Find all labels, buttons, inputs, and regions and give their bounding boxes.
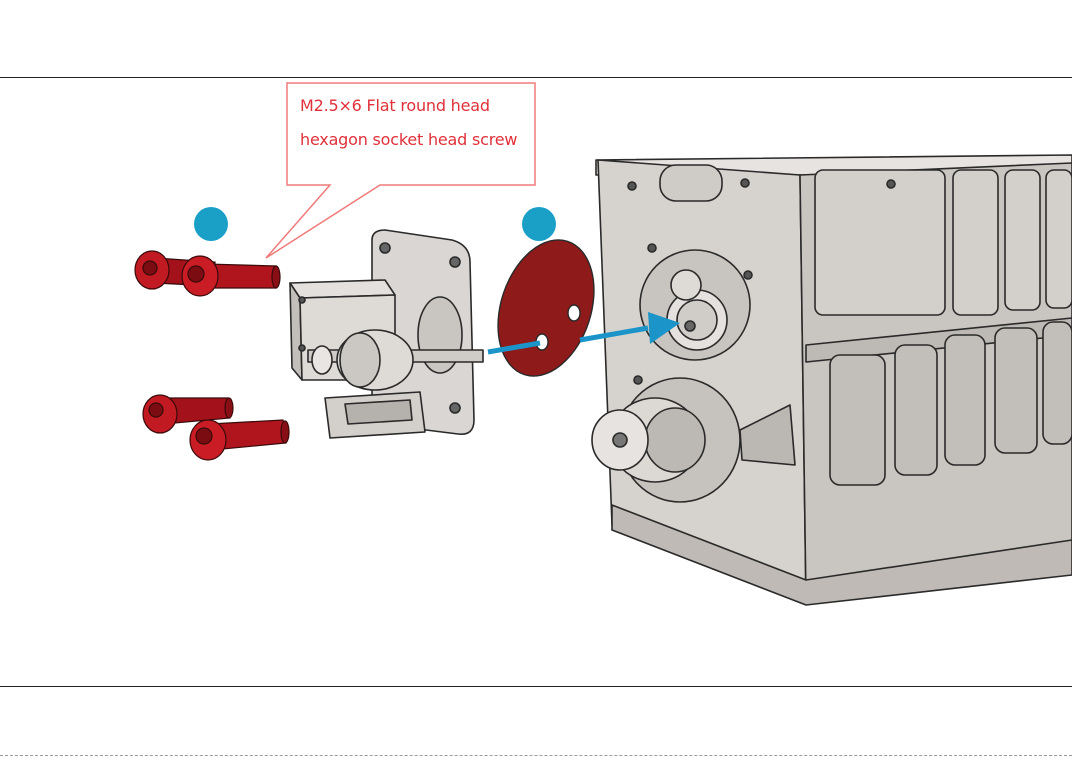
screw	[182, 256, 280, 296]
timing-pulley-teeth	[645, 408, 705, 472]
top-knob	[660, 165, 722, 201]
screw-set	[135, 251, 289, 460]
engine-block	[592, 155, 1072, 605]
side-pocket	[815, 170, 945, 315]
side-pocket	[953, 170, 998, 315]
cover-rail-slot	[345, 400, 412, 424]
bolt-hole	[887, 180, 895, 188]
gasket	[482, 228, 611, 389]
side-pocket	[995, 328, 1037, 453]
side-pocket	[1005, 170, 1040, 310]
step-marker	[522, 207, 556, 241]
cover-hole	[380, 243, 390, 253]
step-marker	[194, 207, 228, 241]
drive-gear-teeth	[340, 333, 380, 387]
bolt-hole	[648, 244, 656, 252]
pump-gear-inner	[677, 300, 717, 340]
side-pocket	[1046, 170, 1072, 308]
side-pocket	[945, 335, 985, 465]
cover-hole	[450, 403, 460, 413]
pump-cover	[290, 230, 483, 438]
pump-shaft-hole	[685, 321, 695, 331]
pulley-hub	[613, 433, 627, 447]
screw	[190, 420, 289, 460]
side-pocket	[830, 355, 885, 485]
bolt-hole	[744, 271, 752, 279]
pump-gear-small	[671, 270, 701, 300]
gasket-hole	[568, 305, 580, 321]
bolt-hole	[634, 376, 642, 384]
side-pocket	[1043, 322, 1072, 444]
cover-hole	[299, 345, 305, 351]
callout-text-line-2: hexagon socket head screw	[300, 130, 517, 149]
callout-text-line-1: M2.5×6 Flat round head	[300, 96, 490, 115]
bolt-hole	[741, 179, 749, 187]
cover-hole	[299, 297, 305, 303]
gear-shaft-end	[312, 346, 332, 374]
side-pocket	[895, 345, 937, 475]
bolt-hole	[628, 182, 636, 190]
cover-hole	[450, 257, 460, 267]
gasket-disc	[482, 228, 611, 389]
